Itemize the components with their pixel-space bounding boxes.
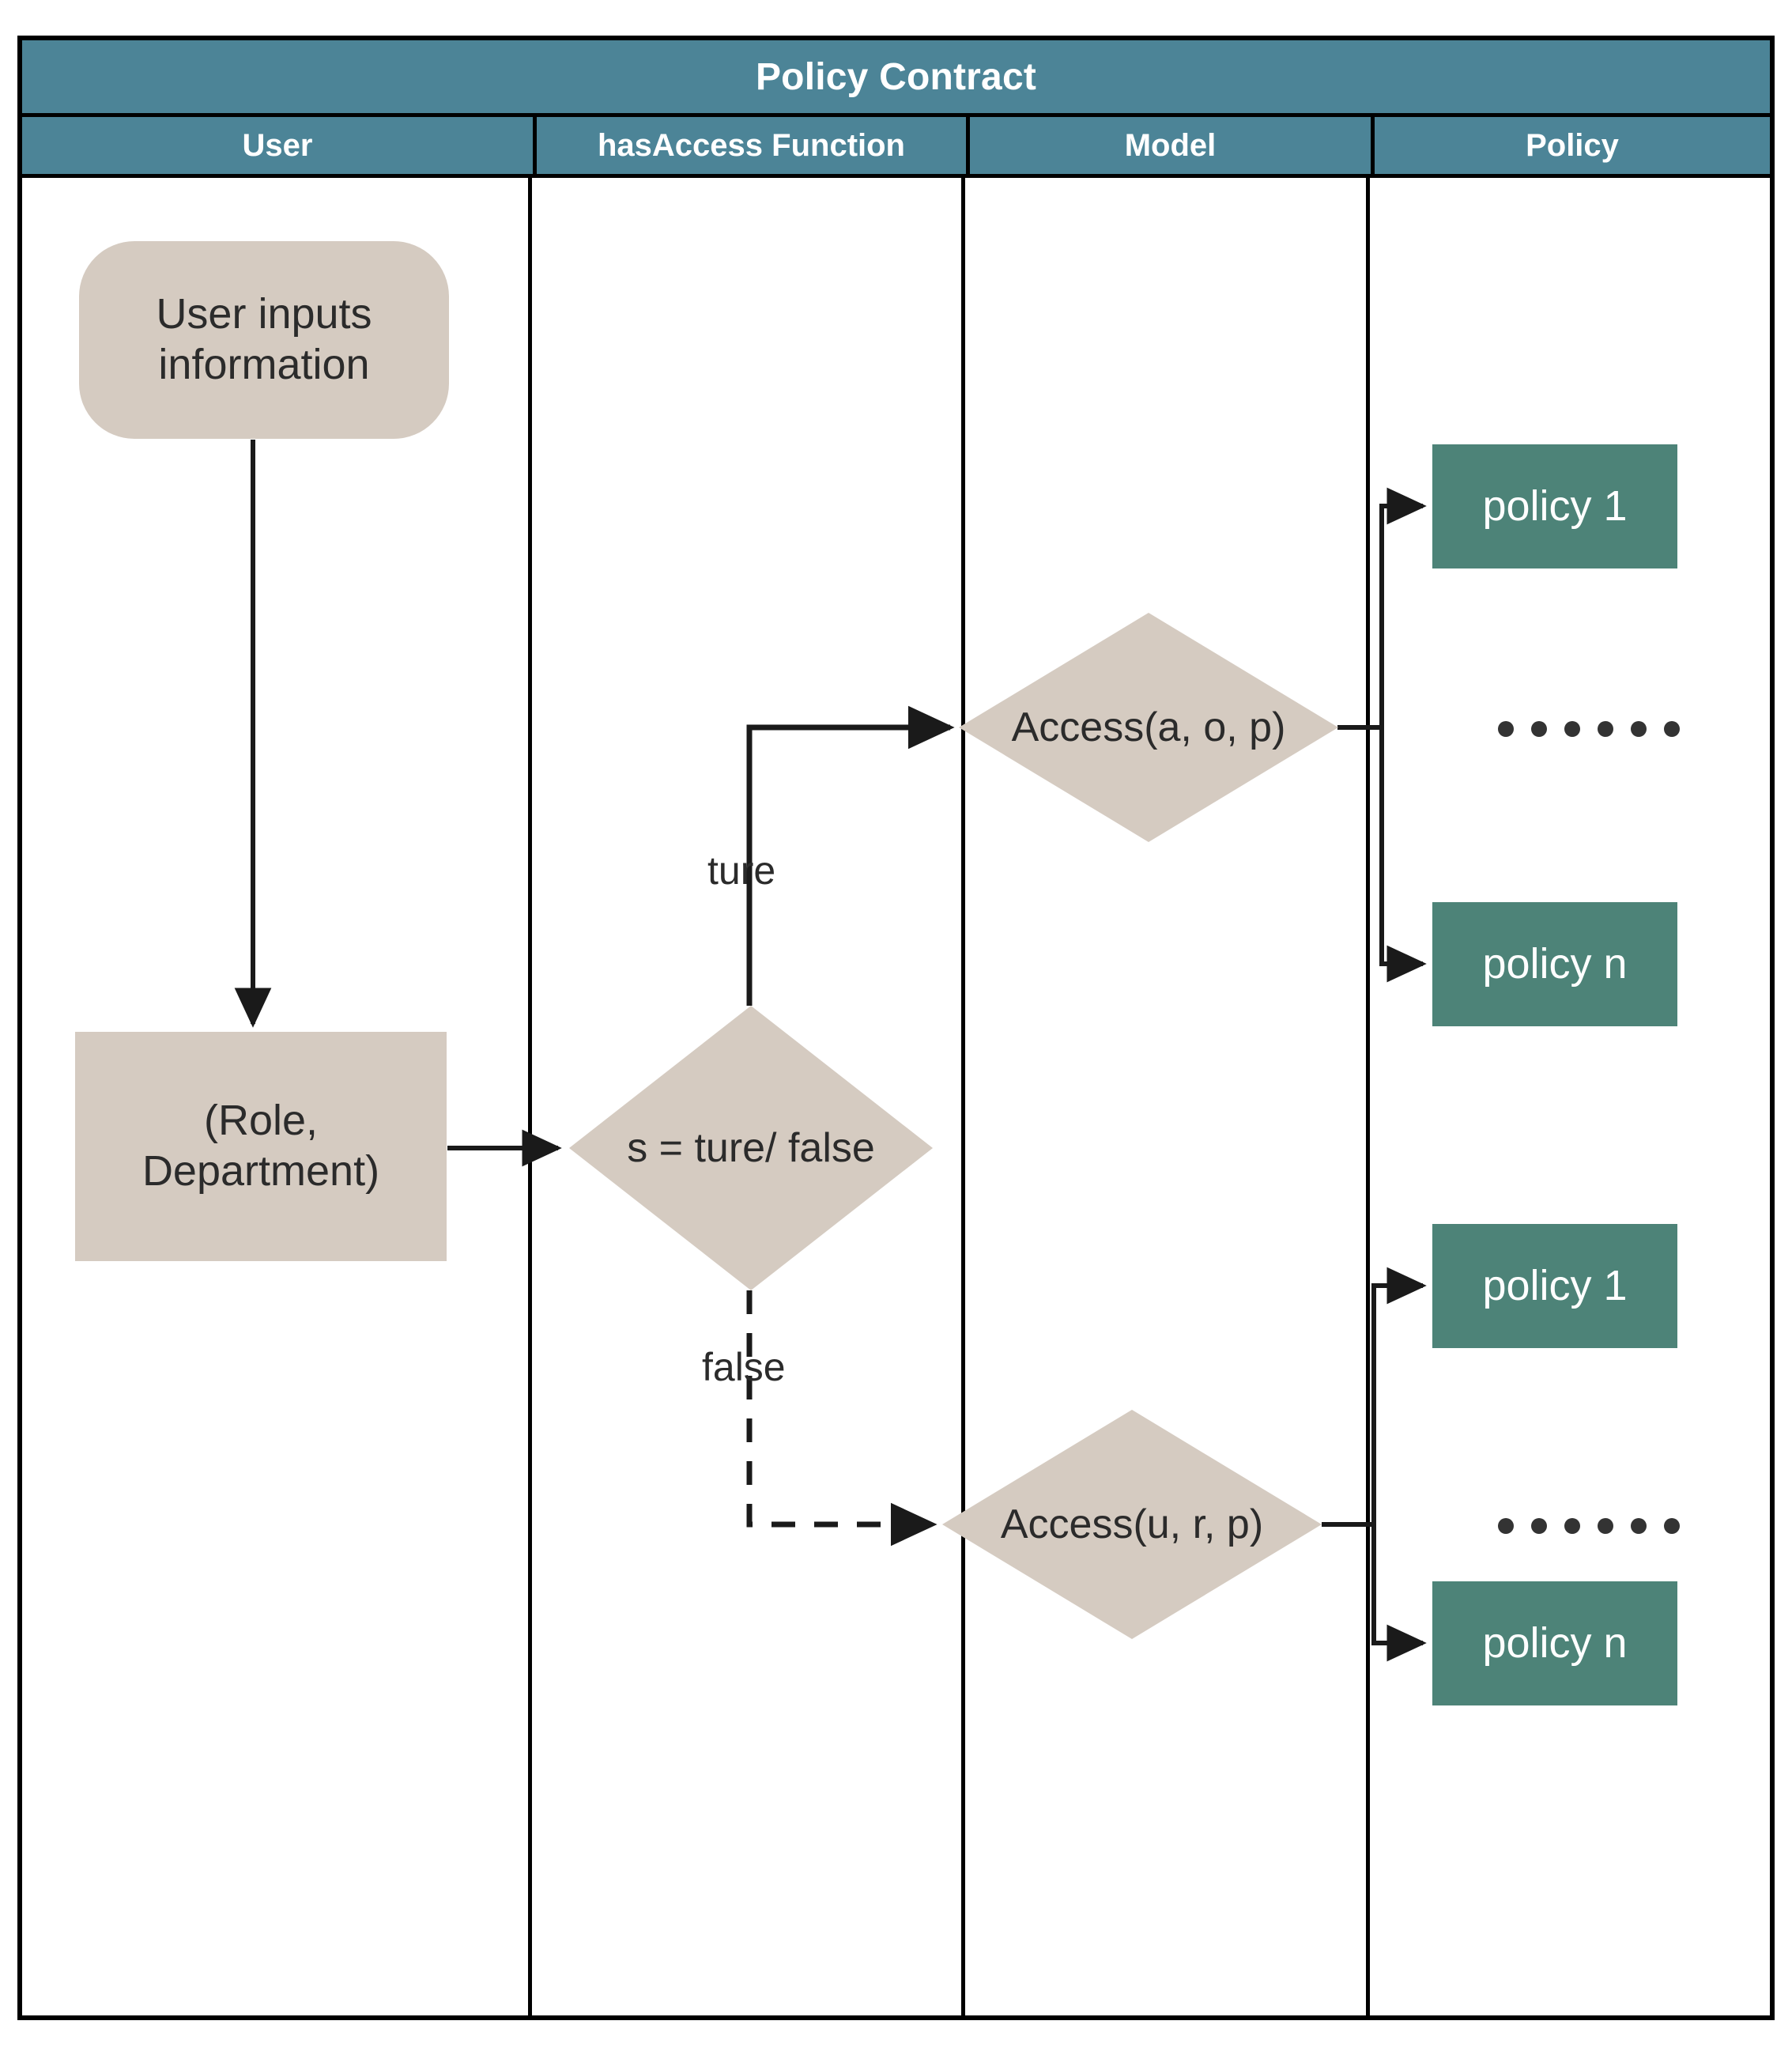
lane-header-hasaccess: hasAccess Function	[533, 117, 966, 174]
lane-header-policy-label: Policy	[1526, 127, 1619, 163]
diagram-title-band: Policy Contract	[17, 36, 1775, 113]
diagram-title: Policy Contract	[755, 55, 1037, 98]
node-policy-top-n-label: policy n	[1482, 939, 1628, 988]
node-policy-top-1[interactable]: policy 1	[1432, 444, 1677, 568]
node-access-u-r-p[interactable]: Access(u, r, p)	[942, 1410, 1322, 1639]
lane-header-user: User	[22, 117, 533, 174]
node-user-inputs-information-label: User inputs information	[156, 290, 372, 388]
edge-label-false: false	[702, 1345, 786, 1389]
node-role-department-label: (Role, Department)	[141, 1097, 380, 1195]
node-access-a-o-p[interactable]: Access(a, o, p)	[959, 613, 1338, 842]
lane-separator-3	[1366, 178, 1370, 2015]
lane-header-model-label: Model	[1124, 127, 1217, 163]
node-policy-top-1-label: policy 1	[1482, 482, 1628, 530]
lane-header-row: User hasAccess Function Model Policy	[17, 113, 1775, 178]
ellipsis-bottom	[1498, 1518, 1680, 1534]
ellipsis-top	[1498, 721, 1680, 737]
node-user-inputs-information[interactable]: User inputs information	[79, 241, 449, 439]
node-access-a-o-p-label: Access(a, o, p)	[1011, 704, 1286, 750]
node-decision-s-true-false[interactable]: s = ture/ false	[569, 1006, 933, 1290]
lane-header-hasaccess-label: hasAccess Function	[597, 127, 905, 163]
node-policy-bottom-1-label: policy 1	[1482, 1261, 1628, 1309]
edge-label-true: ture	[707, 848, 776, 893]
node-role-department[interactable]: (Role, Department)	[75, 1032, 447, 1261]
node-decision-label: s = ture/ false	[627, 1125, 875, 1171]
lane-header-policy: Policy	[1371, 117, 1770, 174]
node-policy-bottom-1[interactable]: policy 1	[1432, 1224, 1677, 1348]
lane-separator-1	[528, 178, 532, 2015]
lane-header-model: Model	[966, 117, 1371, 174]
lane-header-user-label: User	[242, 127, 313, 163]
lane-separator-2	[961, 178, 965, 2015]
node-access-u-r-p-label: Access(u, r, p)	[1000, 1501, 1264, 1547]
node-policy-bottom-n-label: policy n	[1482, 1619, 1628, 1667]
node-policy-top-n[interactable]: policy n	[1432, 902, 1677, 1026]
node-policy-bottom-n[interactable]: policy n	[1432, 1581, 1677, 1705]
